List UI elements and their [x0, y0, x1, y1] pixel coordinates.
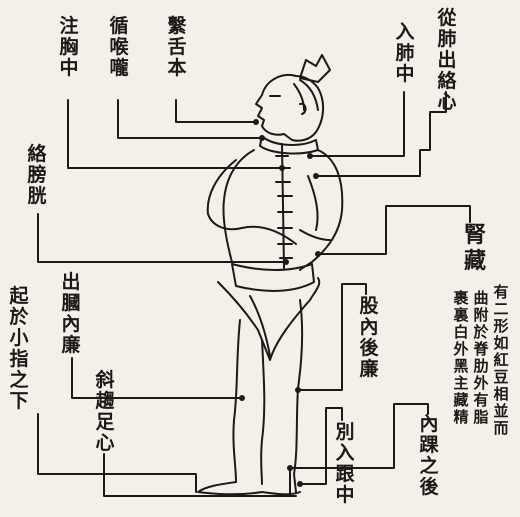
loincloth: [232, 264, 314, 291]
label-kidney-note-2: 曲附於脊肋外有脂: [472, 290, 490, 426]
line-enter-lung: [312, 92, 404, 156]
head-outline: [256, 75, 323, 141]
back-outline: [300, 150, 342, 270]
line-toe: [38, 414, 196, 492]
spine: [282, 144, 284, 268]
arm-upper: [308, 176, 318, 230]
label-enter-heel: 別入跟中: [334, 422, 356, 506]
label-start-toe: 起於小指之下: [8, 286, 30, 412]
label-slant-sole: 斜趨足心: [94, 370, 116, 454]
line-tie-tongue: [176, 100, 258, 122]
label-kidney-note-3: 裹裏白外黑主藏精: [452, 290, 470, 426]
line-thigh: [298, 284, 366, 390]
line-follow-throat: [118, 100, 262, 138]
leg-front: [233, 320, 240, 482]
line-ankle: [290, 404, 428, 496]
label-connect-bladder: 絡膀胱: [26, 144, 48, 207]
foot: [198, 482, 300, 494]
label-kidney-note-1: 有二形如紅豆相並而: [492, 284, 510, 437]
label-kidney-store: 腎藏: [462, 222, 488, 274]
label-tie-tongue: 繫舌本: [166, 16, 188, 79]
label-inner-ankle: 內踝之後: [418, 414, 440, 498]
label-exit-knee: 出膕內廉: [60, 272, 82, 356]
label-pour-chest: 注胸中: [58, 16, 80, 79]
line-bladder: [38, 214, 286, 262]
label-follow-throat: 循喉嚨: [108, 16, 130, 79]
leg-back: [294, 300, 302, 492]
label-from-lung: 從肺出絡心: [436, 8, 458, 113]
point-dots: [239, 119, 321, 487]
label-enter-lung: 入肺中: [394, 22, 416, 85]
line-from-lung: [316, 92, 446, 176]
label-thigh-inner: 股內後廉: [358, 296, 380, 380]
